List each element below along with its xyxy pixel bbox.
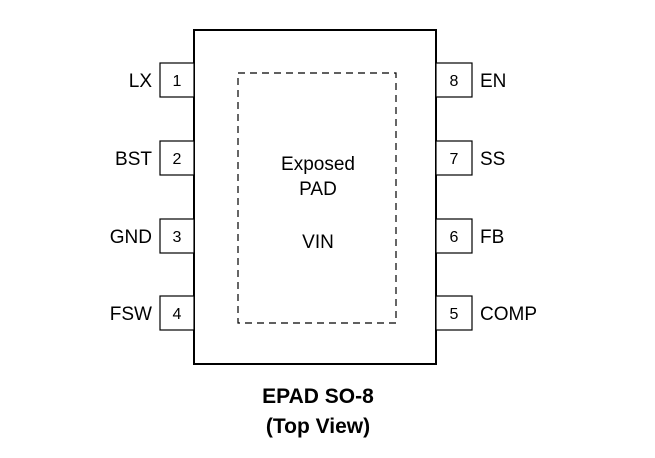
pin-6-number: 6: [450, 229, 459, 246]
pin-8-box: [435, 62, 473, 98]
pin-3-name: GND: [110, 227, 152, 248]
pin-1-number: 1: [173, 73, 182, 90]
pin-7: 7 SS: [435, 140, 505, 176]
exposed-pad-outline: [237, 72, 397, 324]
pin-7-box: [435, 140, 473, 176]
pin-6-name: FB: [480, 227, 504, 248]
pin-6: 6 FB: [435, 218, 504, 254]
pin-1-name: LX: [129, 71, 153, 92]
pin-5-number: 5: [450, 306, 459, 323]
pin-2-name: BST: [115, 149, 152, 170]
pin-2-number: 2: [173, 151, 182, 168]
pin-4: 4 FSW: [110, 295, 195, 331]
exposed-pad-label: Exposed: [281, 154, 355, 175]
pin-7-name: SS: [480, 149, 505, 170]
pin-2-box: [159, 140, 195, 176]
package-caption: EPAD SO-8: [262, 385, 374, 408]
pin-5-name: COMP: [480, 304, 537, 325]
pin-8-name: EN: [480, 71, 506, 92]
pin-1-box: [159, 62, 195, 98]
pin-7-number: 7: [450, 151, 459, 168]
package-view-caption: (Top View): [266, 415, 370, 438]
pin-3: 3 GND: [110, 218, 195, 254]
pin-2: 2 BST: [115, 140, 195, 176]
pin-8: 8 EN: [435, 62, 506, 98]
pin-8-number: 8: [450, 73, 459, 90]
exposed-pad-label-2: PAD: [299, 179, 337, 200]
pin-1: 1 LX: [129, 62, 195, 98]
pin-4-name: FSW: [110, 304, 152, 325]
pin-4-number: 4: [173, 306, 182, 323]
pin-5-box: [435, 295, 473, 331]
exposed-pad-net: VIN: [302, 232, 334, 253]
pin-4-box: [159, 295, 195, 331]
pin-3-number: 3: [173, 229, 182, 246]
pin-3-box: [159, 218, 195, 254]
pin-6-box: [435, 218, 473, 254]
pin-5: 5 COMP: [435, 295, 537, 331]
